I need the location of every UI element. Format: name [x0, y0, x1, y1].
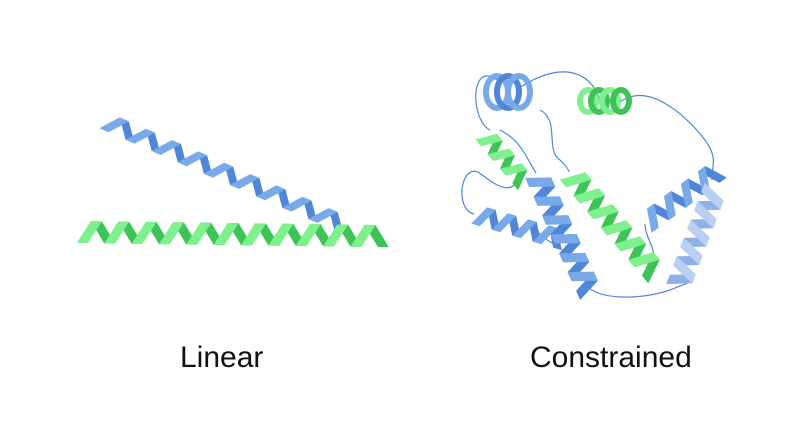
helix-group — [76, 73, 727, 301]
linear-label: Linear — [180, 341, 264, 374]
constrained-pale-blue-right-helix — [666, 182, 724, 285]
loop-segment — [619, 95, 714, 181]
constrained-blue-lower-left-helix — [471, 207, 562, 251]
constrained-blue-top-coil — [483, 73, 533, 111]
constrained-green-left-helix — [475, 133, 528, 191]
linear-green-helix — [76, 221, 389, 248]
constrained-green-top-coil — [577, 87, 632, 115]
constrained-green-central-helix — [559, 172, 660, 284]
loop-segment — [499, 129, 537, 174]
loop-segment — [461, 170, 521, 215]
constrained-label: Constrained — [530, 341, 692, 374]
loop-segment — [539, 109, 570, 173]
linear-blue-helix — [99, 117, 344, 235]
constrained-blue-central-helix — [525, 177, 598, 301]
